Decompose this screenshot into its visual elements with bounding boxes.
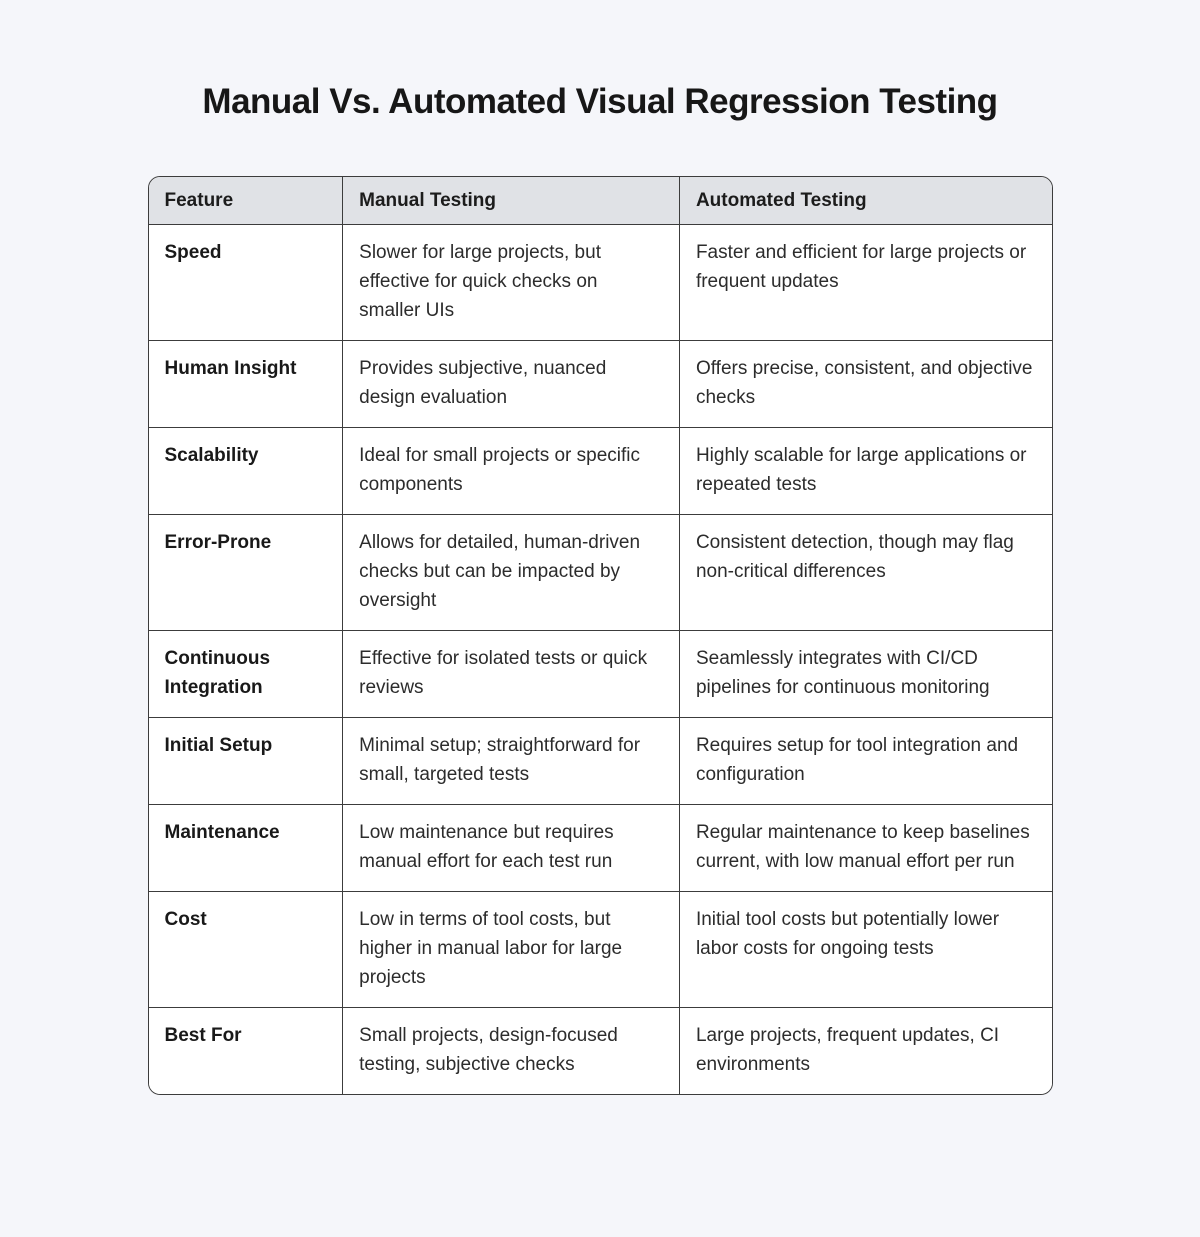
cell-automated: Regular maintenance to keep baselines cu… (679, 804, 1052, 893)
page-title: Manual Vs. Automated Visual Regression T… (202, 82, 998, 121)
cell-automated: Faster and efficient for large projects … (679, 224, 1052, 342)
cell-feature: Error-Prone (148, 514, 344, 632)
cell-manual: Slower for large projects, but effective… (342, 224, 680, 342)
comparison-table-card: Feature Manual Testing Automated Testing… (147, 176, 1053, 1096)
cell-manual: Low maintenance but requires manual effo… (342, 804, 680, 893)
cell-automated: Large projects, frequent updates, CI env… (679, 1007, 1052, 1095)
cell-automated: Consistent detection, though may flag no… (679, 514, 1052, 632)
cell-feature: Cost (148, 891, 344, 1009)
cell-manual: Small projects, design-focused testing, … (342, 1007, 680, 1095)
cell-feature: Best For (148, 1007, 344, 1095)
cell-manual: Ideal for small projects or specific com… (342, 427, 680, 516)
cell-automated: Offers precise, consistent, and objectiv… (679, 340, 1052, 429)
cell-feature: Speed (148, 224, 344, 342)
cell-manual: Provides subjective, nuanced design eval… (342, 340, 680, 429)
cell-feature: Initial Setup (148, 717, 344, 806)
column-header-feature: Feature (148, 177, 344, 226)
column-header-manual-testing: Manual Testing (342, 177, 680, 226)
cell-automated: Highly scalable for large applications o… (679, 427, 1052, 516)
cell-feature: Human Insight (148, 340, 344, 429)
table-header: Feature Manual Testing Automated Testing (148, 177, 1052, 226)
column-header-automated-testing: Automated Testing (679, 177, 1052, 226)
cell-automated: Requires setup for tool integration and … (679, 717, 1052, 806)
cell-manual: Low in terms of tool costs, but higher i… (342, 891, 680, 1009)
cell-feature: Maintenance (148, 804, 344, 893)
cell-feature: Continuous Integration (148, 630, 344, 719)
cell-feature: Scalability (148, 427, 344, 516)
cell-manual: Minimal setup; straightforward for small… (342, 717, 680, 806)
comparison-table: Feature Manual Testing Automated Testing… (148, 177, 1052, 1095)
cell-manual: Effective for isolated tests or quick re… (342, 630, 680, 719)
cell-manual: Allows for detailed, human-driven checks… (342, 514, 680, 632)
cell-automated: Initial tool costs but potentially lower… (679, 891, 1052, 1009)
cell-automated: Seamlessly integrates with CI/CD pipelin… (679, 630, 1052, 719)
header-row: Feature Manual Testing Automated Testing (148, 177, 1052, 226)
